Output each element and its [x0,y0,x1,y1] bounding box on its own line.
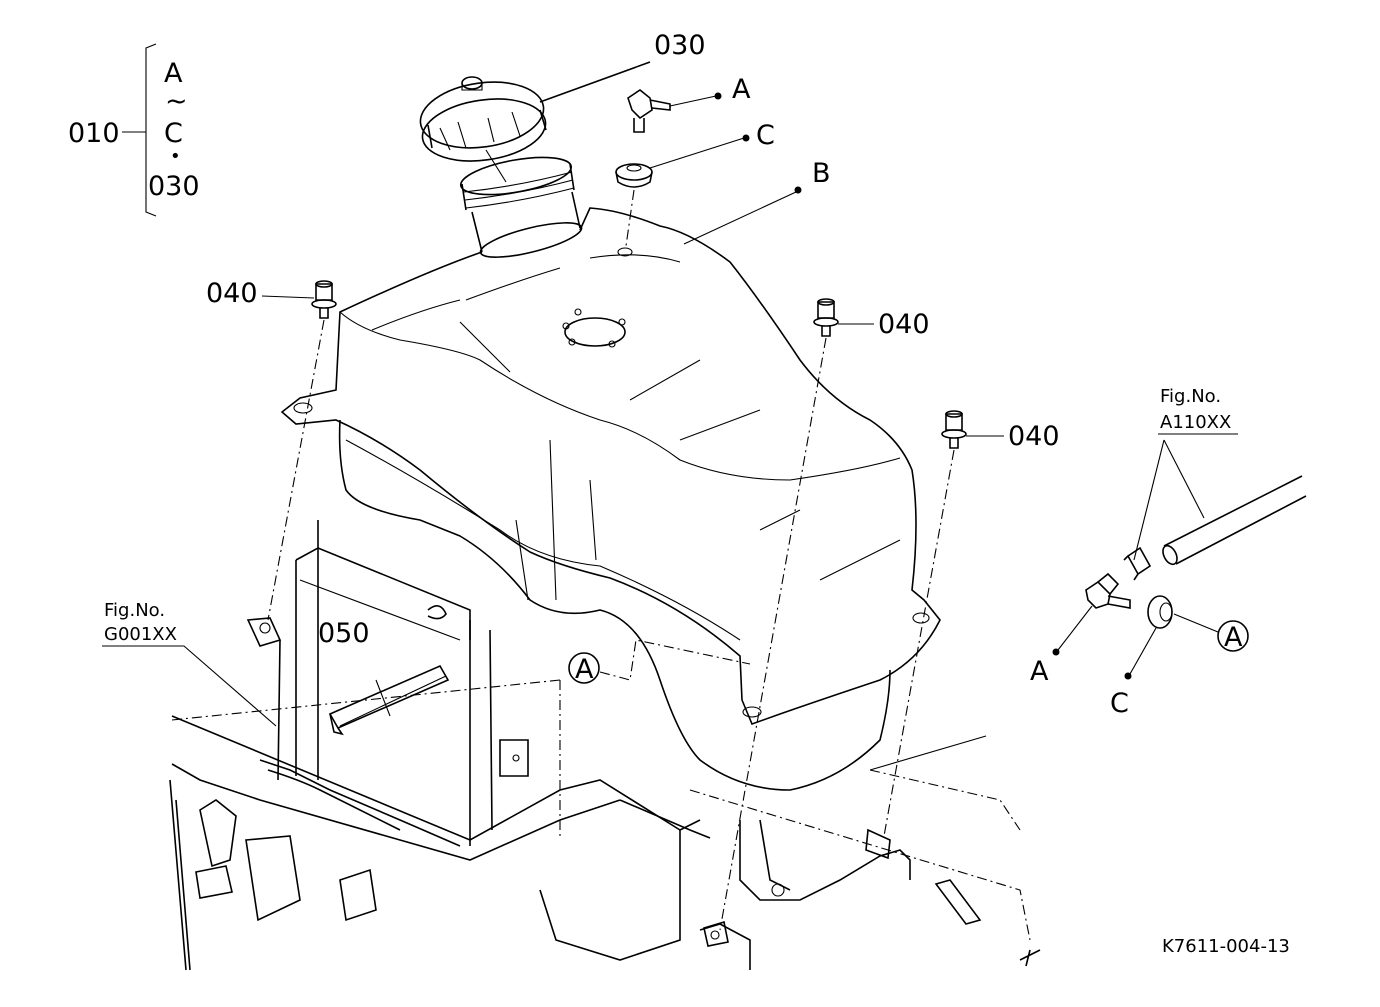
range-bracket-010: 010 A ~ C • 030 [68,43,200,217]
part-030-label: 030 [654,30,706,61]
tractor-frame [169,520,1041,971]
bolt-040-right [941,410,967,449]
elbow-fitting-a-detail [1085,572,1131,609]
leader-circle-a-right [1173,613,1219,633]
part-040-right-label: 040 [1008,421,1060,452]
range-tilde-label: ~ [165,86,188,117]
range-030-label: 030 [148,171,200,202]
bolt-axis-left [267,319,325,621]
leader-circle-a-left [599,639,751,681]
part-040-left-label: 040 [206,278,258,309]
bolt-040-mid [813,298,839,337]
hose-clamp [1123,546,1152,581]
ref-c-right-label: C [1110,688,1129,719]
fig-ref-left-code: G001XX [104,624,177,645]
leader-c-top [649,137,745,169]
ref-a-top-dot [714,92,722,100]
ref-b-label: B [812,158,831,189]
leader-a-top [669,95,717,107]
ref-b-dot [794,186,802,194]
circle-a-left-label: A [575,654,594,685]
ref-a-right-dot [1052,648,1060,656]
bolt-040-left [311,280,337,319]
range-bullet-label: • [170,146,181,167]
ref-a-top-label: A [732,74,751,105]
grommet-axis-line [625,189,635,247]
fuel-hose [1162,475,1307,566]
bolt-axis-right [883,449,955,837]
range-c-label: C [164,118,183,149]
filler-neck [459,156,583,258]
circle-ref-a-right: A [1217,620,1249,653]
tank-cushion-050 [328,664,450,736]
fig-ref-left: Fig.No. G001XX [102,600,277,727]
fig-ref-right: Fig.No. A110XX [1133,386,1238,561]
fuel-tank-b [280,207,941,791]
ref-c-top-label: C [756,120,775,151]
bolt-axis-mid [719,337,827,931]
leader-c-right [1129,627,1157,675]
ref-c-right-dot [1124,672,1132,680]
fuel-cap [419,76,547,162]
circle-a-right-label: A [1224,622,1243,653]
grommet-c [615,163,653,188]
fig-ref-right-title: Fig.No. [1160,386,1221,407]
leader-040-left [261,295,315,299]
ref-a-right-label: A [1030,656,1049,687]
part-040-mid-label: 040 [878,309,930,340]
fig-ref-right-code: A110XX [1160,412,1231,433]
leader-050 [375,679,391,717]
leader-030 [539,61,651,103]
part-050-label: 050 [318,618,370,649]
circle-ref-a-left: A [568,652,600,685]
grommet-c-detail [1147,595,1173,629]
grommet-hole [617,247,633,257]
range-a-label: A [164,58,183,89]
fig-ref-left-title: Fig.No. [104,600,165,621]
part-010-label: 010 [68,118,120,149]
ref-c-top-dot [742,134,750,142]
elbow-fitting-a [627,89,671,133]
cap-axis-line [485,149,507,183]
leader-b [683,191,797,245]
drawing-code: K7611-004-13 [1162,936,1290,957]
leader-a-right [1057,605,1093,651]
